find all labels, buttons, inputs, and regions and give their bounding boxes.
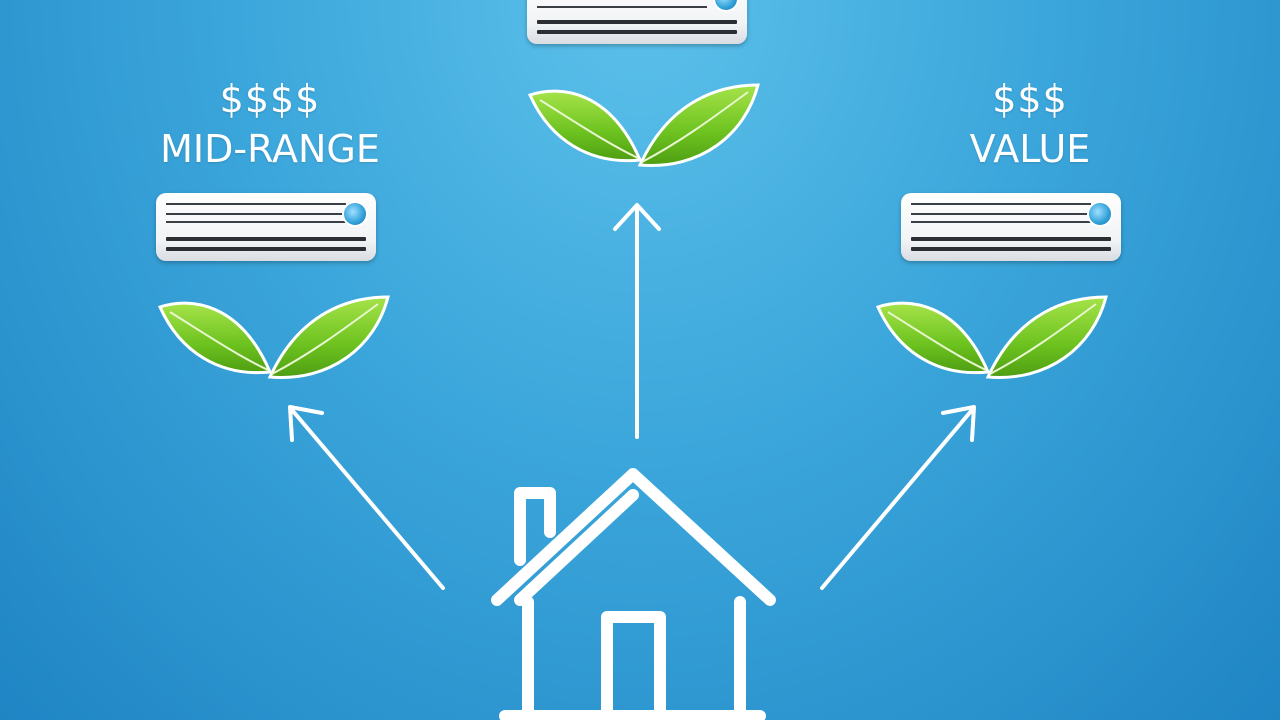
arrow-icon-left <box>288 405 445 590</box>
ac-unit-right <box>901 193 1121 261</box>
tier-price-right: $$$ <box>992 77 1068 121</box>
tier-label-left: $$$$ MID-RANGE <box>150 80 390 168</box>
arrow-icon-right <box>820 405 976 590</box>
house-icon <box>491 468 776 720</box>
tier-name-right: VALUE <box>969 127 1091 171</box>
arrow-icon-center <box>613 203 661 439</box>
tier-price-left: $$$$ <box>219 77 321 121</box>
leaf-icon-right <box>875 295 1108 379</box>
tier-name-left: MID-RANGE <box>160 127 380 171</box>
leaf-icon-left <box>157 295 390 379</box>
leaf-icon-top <box>527 83 760 167</box>
ac-unit-left <box>156 193 376 261</box>
ac-unit-top <box>527 0 747 44</box>
tier-label-right: $$$ VALUE <box>910 80 1150 168</box>
